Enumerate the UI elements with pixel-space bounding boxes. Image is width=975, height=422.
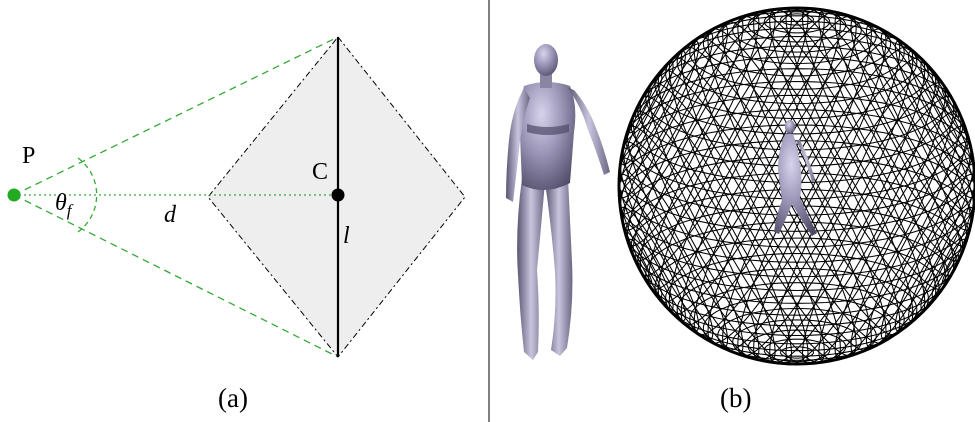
angle-symbol: θ xyxy=(55,190,67,216)
panel-b-diagram: (b) xyxy=(506,8,975,413)
panel-a-diagram: P C θf d l (a) xyxy=(8,37,466,413)
mesh-right-arm xyxy=(568,88,610,175)
sphere-wire-line xyxy=(677,21,917,103)
human-mesh-figure xyxy=(506,44,610,360)
angle-subscript: f xyxy=(67,201,74,220)
inner-mesh-head xyxy=(785,120,795,134)
label-c: C xyxy=(312,159,328,185)
mesh-right-leg xyxy=(545,178,572,356)
label-p: P xyxy=(22,143,35,169)
label-l: l xyxy=(343,223,350,249)
caption-a: (a) xyxy=(218,383,248,413)
mesh-left-leg xyxy=(517,178,545,360)
point-c-marker xyxy=(332,189,345,202)
mesh-head xyxy=(534,44,558,76)
sphere-wire-line xyxy=(677,268,917,350)
point-p-marker xyxy=(8,189,21,202)
caption-b: (b) xyxy=(720,383,751,413)
label-d: d xyxy=(164,202,177,228)
